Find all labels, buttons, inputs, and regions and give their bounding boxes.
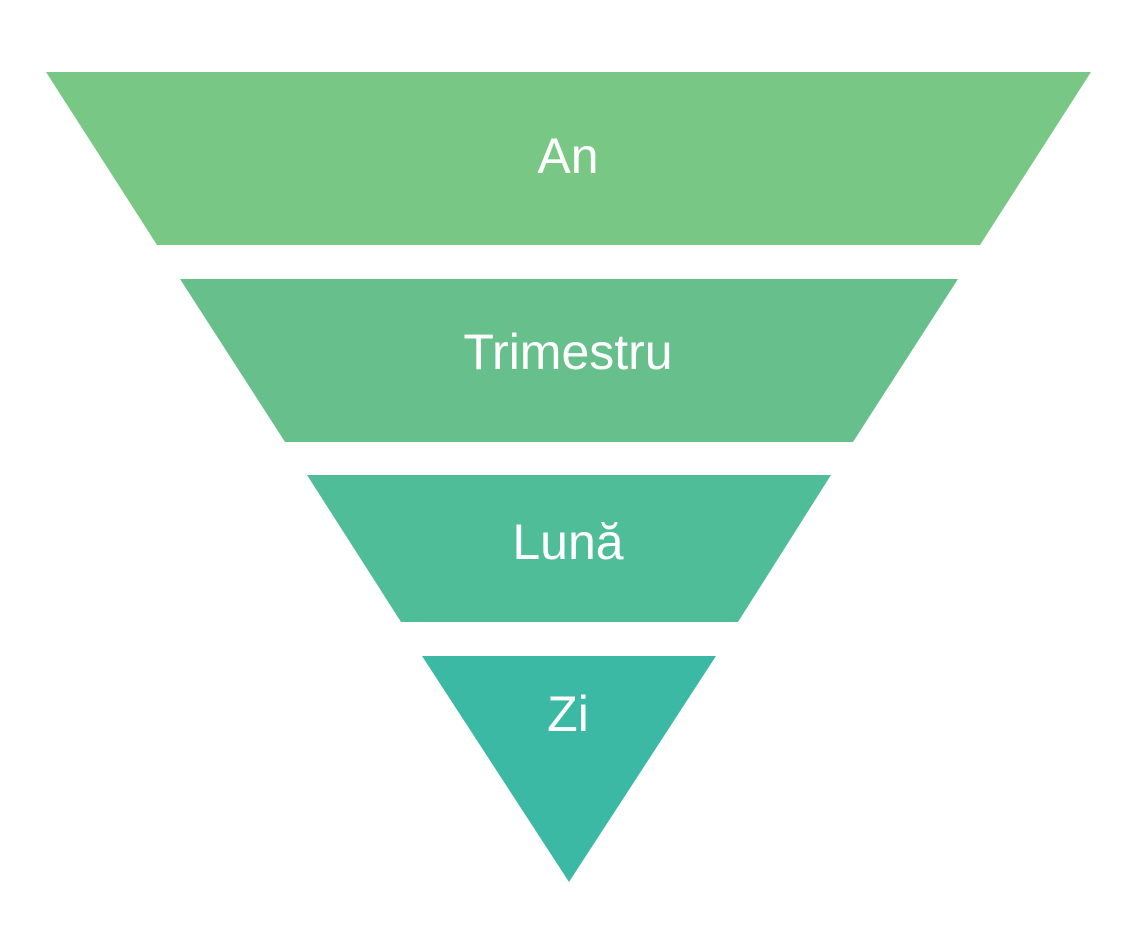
- funnel-level-day: Zi: [422, 656, 716, 882]
- funnel-segment-year: [46, 72, 1091, 245]
- funnel-level-month: Lună: [307, 475, 831, 622]
- funnel-segment-quarter: [180, 279, 958, 442]
- funnel-level-quarter: Trimestru: [180, 279, 958, 442]
- funnel-segment-month: [307, 475, 831, 622]
- funnel-label-month: Lună: [512, 514, 623, 570]
- funnel-segment-day: [422, 656, 716, 882]
- funnel-level-year: An: [46, 72, 1091, 245]
- funnel-label-quarter: Trimestru: [463, 324, 672, 380]
- funnel-label-day: Zi: [547, 686, 589, 742]
- funnel-label-year: An: [537, 128, 598, 184]
